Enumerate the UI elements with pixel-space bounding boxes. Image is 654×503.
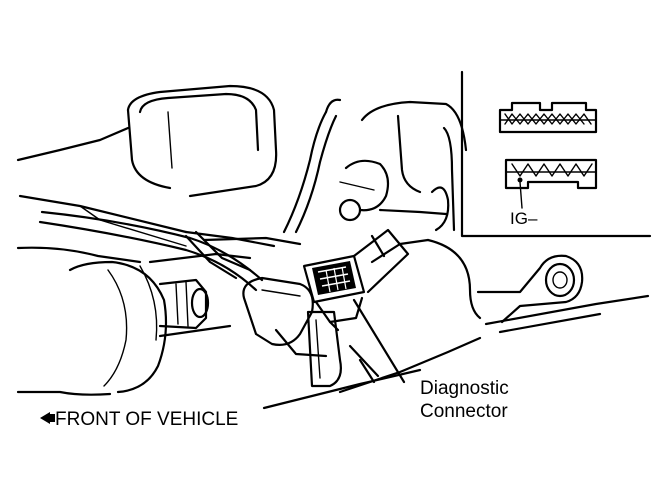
connector-upper-row: [498, 101, 598, 134]
engine-line-art: [16, 84, 650, 410]
front-of-vehicle-label: FRONT OF VEHICLE: [55, 409, 238, 430]
diagnostic-label-line2: Connector: [420, 401, 508, 422]
diagnostic-leader-line: [352, 298, 406, 384]
left-pointing-arrow-icon: [40, 412, 50, 424]
front-of-vehicle-indicator: FRONT OF VEHICLE: [40, 409, 238, 430]
terminal-ig-label: IG–: [510, 209, 538, 228]
diagnostic-label-line1: Diagnostic: [420, 378, 509, 399]
diagnostic-connector-callout: Diagnostic Connector: [420, 378, 509, 422]
connector-detail-inset: IG–: [460, 70, 652, 238]
diagnostic-connector: [302, 228, 410, 332]
connector-lower-row: [504, 158, 598, 209]
